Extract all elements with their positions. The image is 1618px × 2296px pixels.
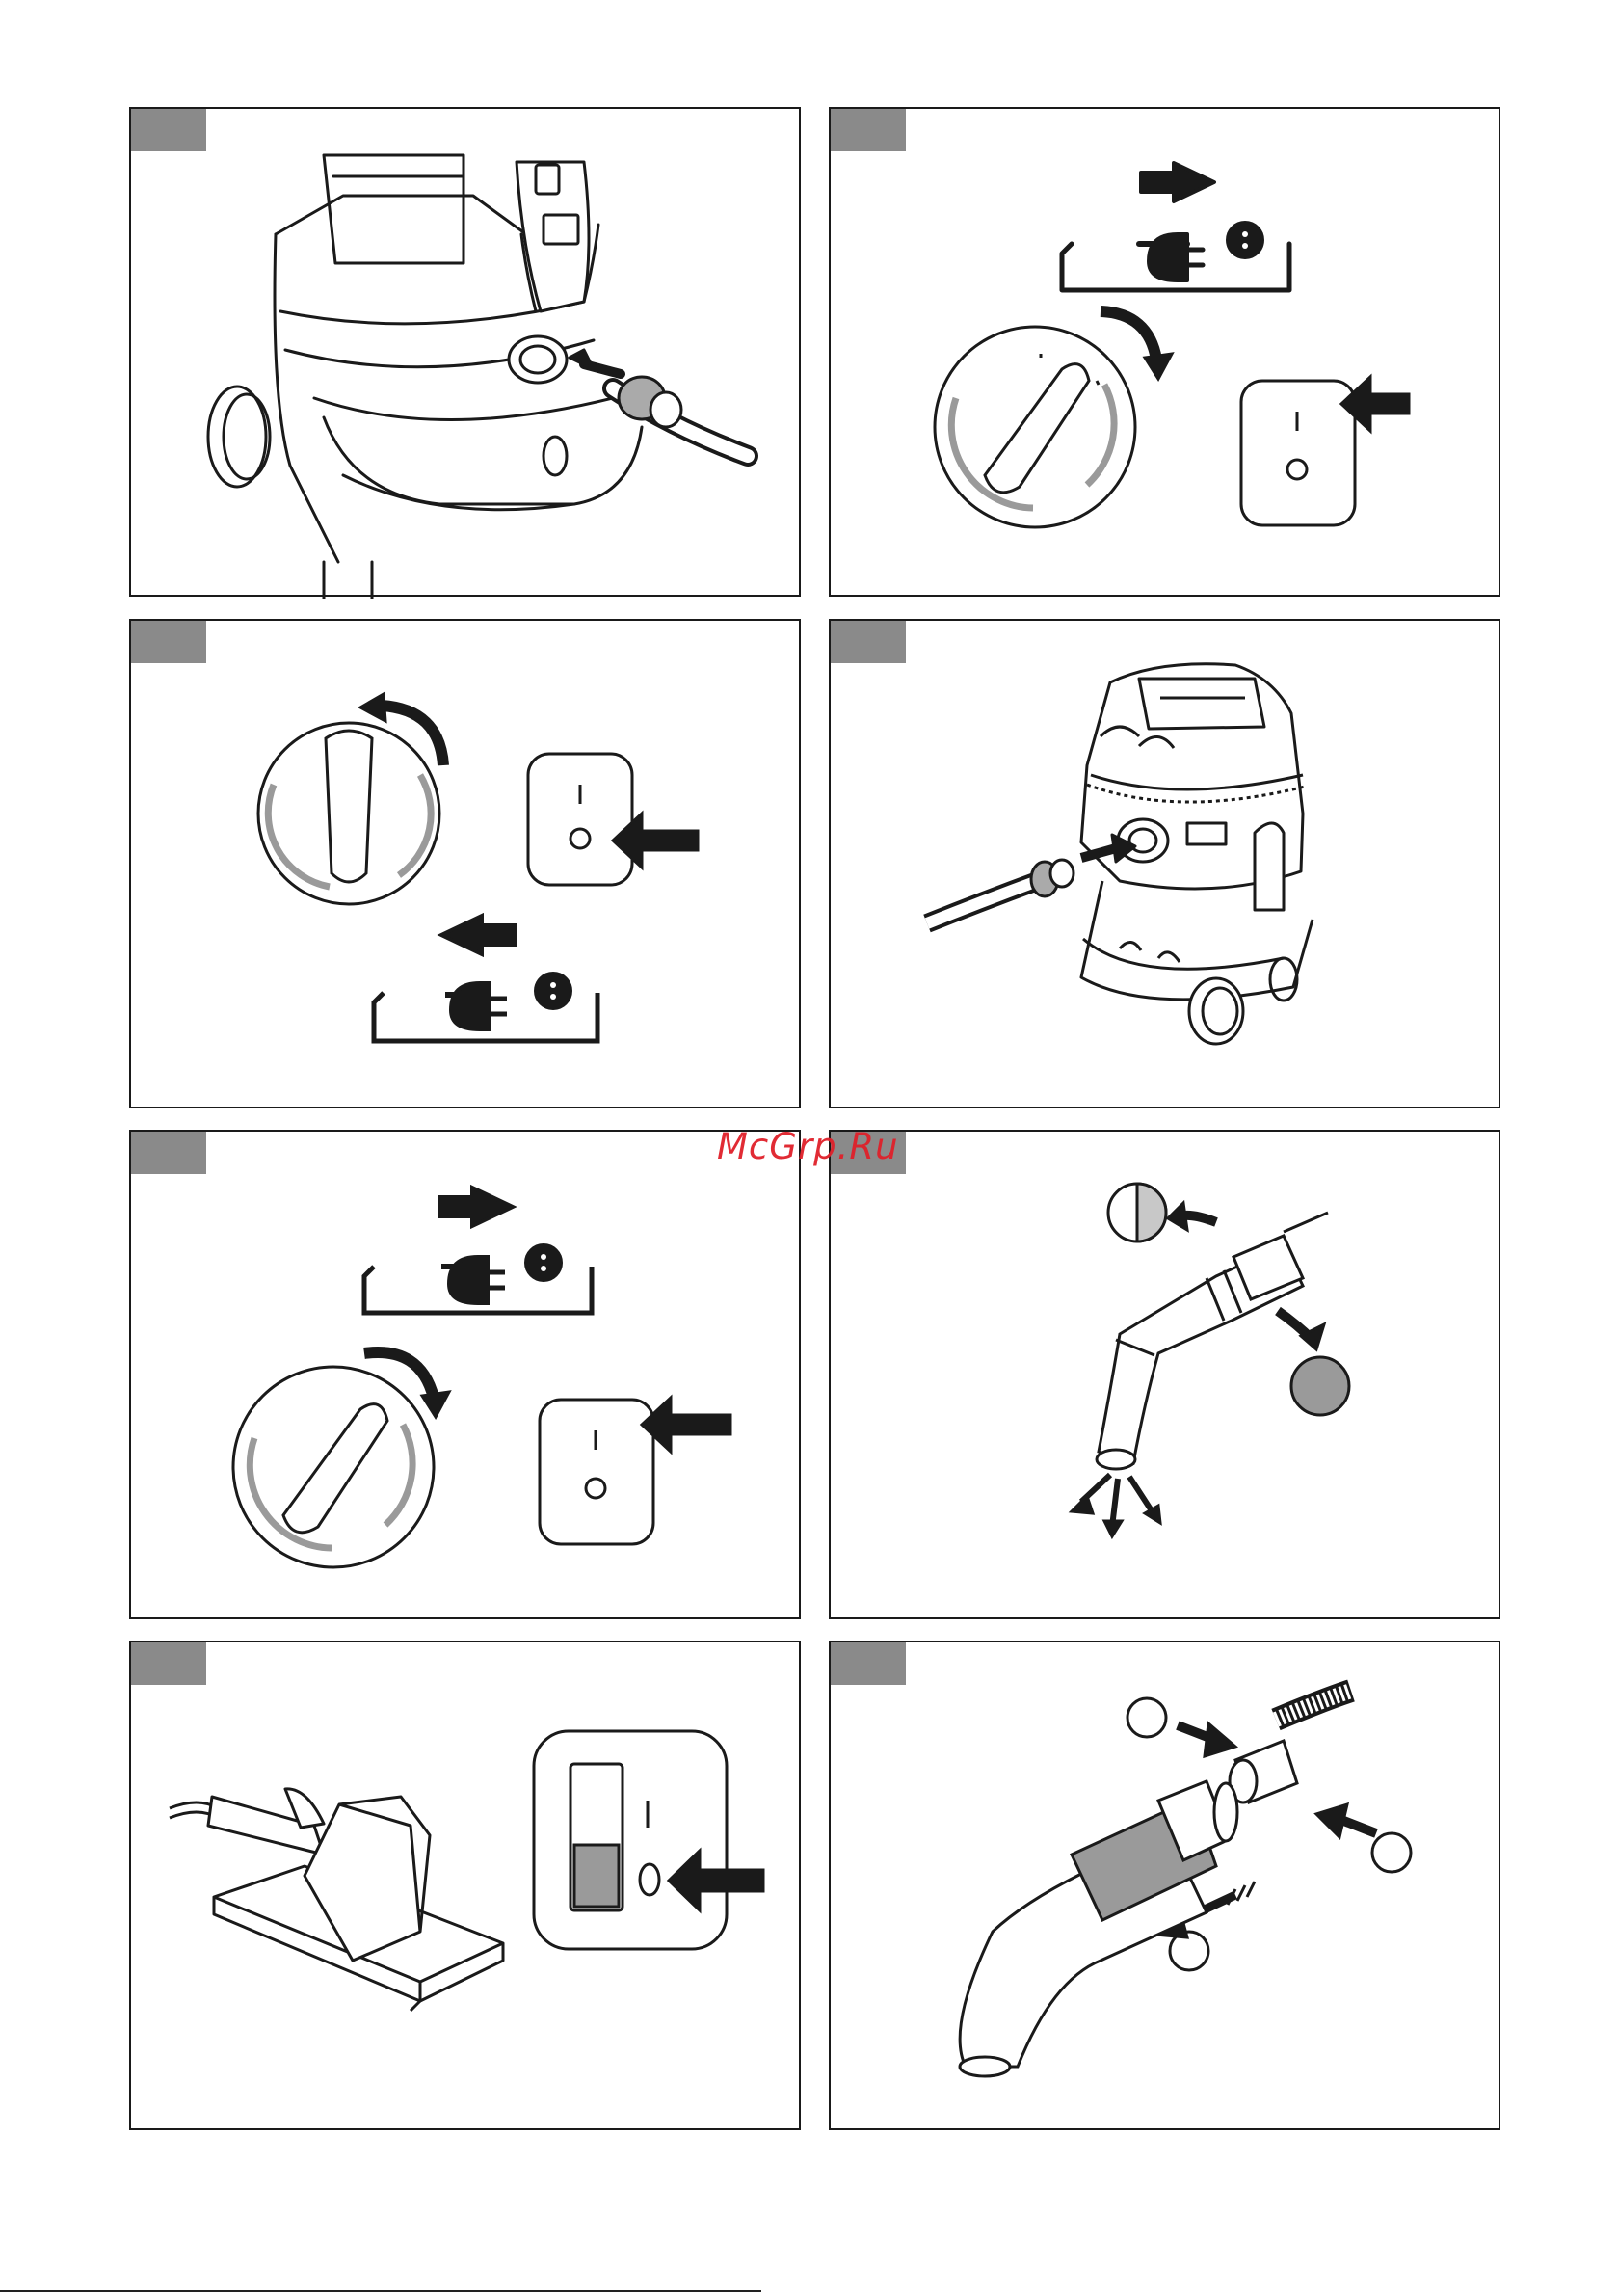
panel-plug-in-switch-on	[829, 107, 1500, 597]
footer-divider	[0, 2290, 761, 2292]
panel-hose-connect-front	[129, 107, 801, 597]
panel-hose-coupling	[829, 1641, 1500, 2130]
watermark: McGrp.Ru	[717, 1126, 899, 1167]
panel-plug-in-switch-on-2	[129, 1130, 801, 1619]
panel-hose-connect-side	[829, 619, 1500, 1108]
vacuum-cleaner-icon	[131, 109, 803, 599]
plug-out-icon	[131, 621, 803, 1110]
blow-hose-icon	[831, 1132, 1502, 1621]
panel-blow-mode	[829, 1130, 1500, 1619]
panel-switch-off-unplug	[129, 619, 801, 1108]
power-switch-icon	[131, 1132, 803, 1621]
power-switch-icon	[831, 109, 1502, 599]
power-switch-icon	[131, 1642, 803, 2132]
vacuum-cleaner-icon	[831, 621, 1502, 1110]
hose-coupling-icon	[831, 1642, 1502, 2132]
panel-sander-auto-switch	[129, 1641, 801, 2130]
